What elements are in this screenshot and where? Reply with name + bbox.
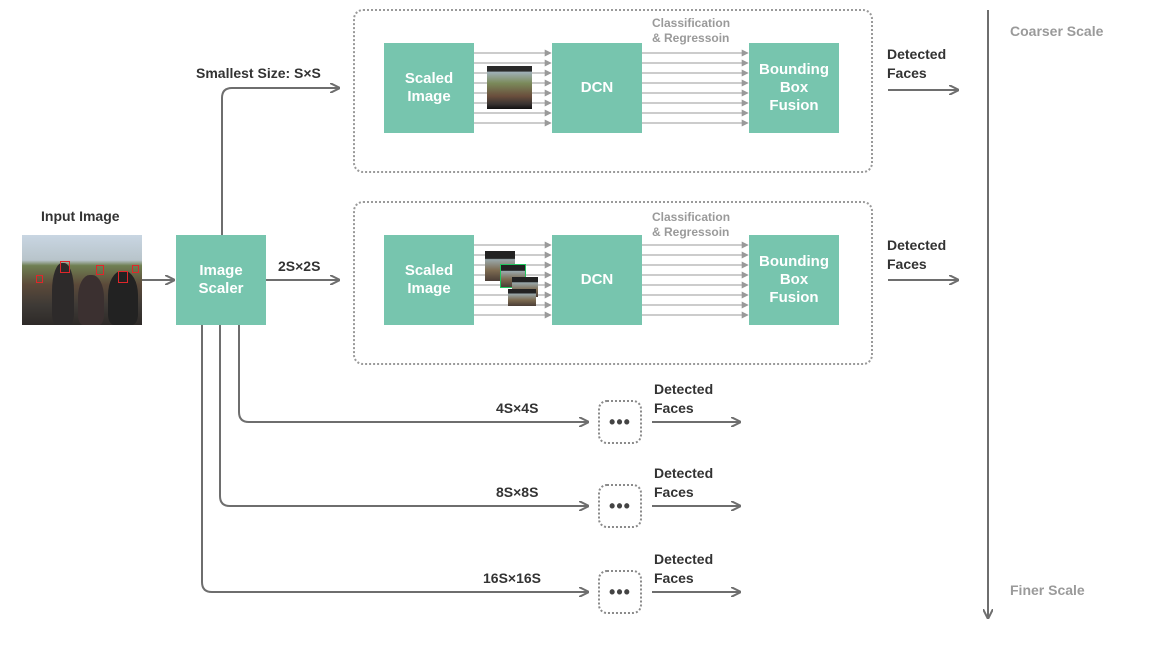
collapsed-2-ellipsis-icon: ••• (598, 484, 642, 528)
stage-1-output-line1: Detected (887, 46, 947, 62)
stage-1-scaled-image-box: Scaled Image (384, 43, 474, 133)
branch-16s-arrow (201, 325, 588, 592)
collapsed-2-output-line1: Detected (654, 465, 714, 481)
collapsed-1-output-line2: Faces (654, 400, 694, 416)
collapsed-2-output-line2: Faces (654, 484, 694, 500)
branch-8s-arrow (219, 325, 588, 506)
collapsed-3-output-line1: Detected (654, 551, 714, 567)
input-image (22, 235, 142, 325)
collapsed-3-output-line2: Faces (654, 570, 694, 586)
stage-2-container (353, 201, 873, 365)
stage-1-cls-reg-line2: & Regressoin (652, 31, 730, 45)
collapsed-1-size-label: 4S×4S (496, 400, 539, 416)
stage-2-size-label: 2S×2S (278, 258, 321, 274)
branch-4s-arrow (238, 325, 588, 422)
stage-2-output-line1: Detected (887, 237, 947, 253)
stage-1-fusion-box: Bounding Box Fusion (749, 43, 839, 133)
collapsed-1-ellipsis-icon: ••• (598, 400, 642, 444)
collapsed-3-ellipsis-icon: ••• (598, 570, 642, 614)
image-scaler-box: Image Scaler (176, 235, 266, 325)
stage-1-cls-reg-line1: Classification (652, 16, 731, 30)
finer-scale-label: Finer Scale (1010, 582, 1085, 598)
stage-1-size-label: Smallest Size: S×S (196, 65, 321, 81)
stage-2-cls-reg-line2: & Regressoin (652, 225, 730, 239)
stage-1-patch-image (487, 66, 532, 109)
input-image-label: Input Image (41, 208, 120, 224)
collapsed-2-size-label: 8S×8S (496, 484, 539, 500)
stage-2-patch-image-4 (508, 289, 536, 306)
collapsed-3-size-label: 16S×16S (483, 570, 541, 586)
stage-2-output-line2: Faces (887, 256, 927, 272)
stage-1-output-line2: Faces (887, 65, 927, 81)
stage-1-dcn-box: DCN (552, 43, 642, 133)
branch-s-arrow (221, 88, 339, 235)
stage-2-dcn-box: DCN (552, 235, 642, 325)
collapsed-1-output-line1: Detected (654, 381, 714, 397)
stage-2-cls-reg-line1: Classification (652, 210, 731, 224)
stage-2-fusion-box: Bounding Box Fusion (749, 235, 839, 325)
stage-1-container (353, 9, 873, 173)
stage-2-scaled-image-box: Scaled Image (384, 235, 474, 325)
coarser-scale-label: Coarser Scale (1010, 23, 1104, 39)
